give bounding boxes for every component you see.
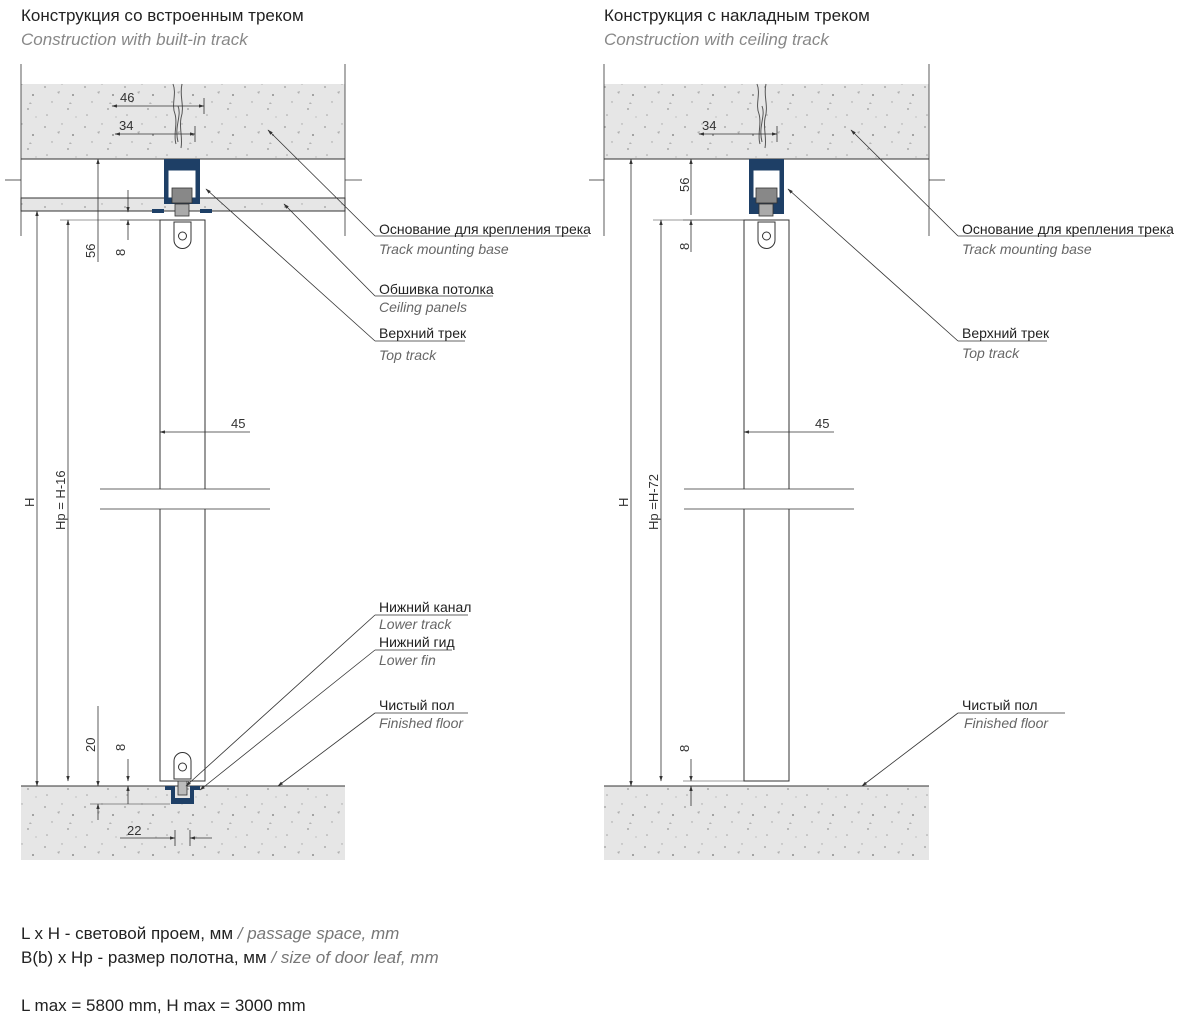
left-dim-22: 22	[127, 823, 141, 838]
left-label-panels-en: Ceiling panels	[379, 299, 467, 315]
right-label-mount-en: Track mounting base	[962, 241, 1092, 257]
left-dim-56: 56	[83, 244, 98, 258]
left-lower-fin	[177, 780, 188, 796]
right-ceiling-concrete	[604, 84, 929, 159]
note-leaf-ru: B(b) x Hp - размер полотна, мм	[21, 948, 267, 967]
left-dim-45: 45	[231, 416, 245, 431]
right-label-mount-ru: Основание для крепления трека	[962, 221, 1174, 237]
right-label-toptrack-ru: Верхний трек	[962, 325, 1050, 341]
right-construction: 34 56 8 H Hp =H-72 45 8 Основание для кр…	[589, 64, 1174, 860]
left-label-mount-ru: Основание для крепления трека	[379, 221, 591, 237]
right-subtitle: Construction with ceiling track	[604, 30, 829, 49]
left-roller	[171, 187, 193, 204]
left-label-lowertrack-en: Lower track	[379, 616, 452, 632]
right-dim-56: 56	[677, 178, 692, 192]
right-roller	[755, 187, 778, 204]
left-subtitle: Construction with built-in track	[21, 30, 248, 49]
left-construction: 46 34 56 8 H Hp = H-16 45 20 8 22	[5, 64, 591, 860]
left-dim-34: 34	[119, 118, 133, 133]
note-passage-en: / passage space, mm	[233, 924, 400, 943]
left-lower-channel	[165, 786, 200, 804]
left-dim-Hp: Hp = H-16	[53, 470, 68, 530]
right-label-floor-en: Finished floor	[964, 715, 1049, 731]
right-dim-Hp: Hp =H-72	[646, 474, 661, 530]
right-label-toptrack-en: Top track	[962, 345, 1020, 361]
right-dim-45: 45	[815, 416, 829, 431]
left-title: Конструкция со встроенным треком	[21, 6, 304, 25]
left-label-floor-ru: Чистый пол	[379, 697, 455, 713]
left-ceiling-concrete	[21, 84, 345, 159]
right-dim-8-bot: 8	[677, 745, 692, 752]
left-dim-8-top: 8	[113, 249, 128, 256]
right-dim-34: 34	[702, 118, 716, 133]
left-label-toptrack-en: Top track	[379, 347, 437, 363]
left-dim-20: 20	[83, 738, 98, 752]
right-title: Конструкция с накладным треком	[604, 6, 870, 25]
left-label-toptrack-ru: Верхний трек	[379, 325, 467, 341]
left-dim-46: 46	[120, 90, 134, 105]
right-floor	[604, 786, 929, 860]
right-dim-8-top: 8	[677, 243, 692, 250]
left-label-lowertrack-ru: Нижний канал	[379, 599, 471, 615]
left-dim-8-bot: 8	[113, 744, 128, 751]
note-passage: L x H - световой проем, мм / passage spa…	[21, 924, 399, 944]
note-max: L max = 5800 mm, H max = 3000 mm	[21, 996, 306, 1015]
left-label-floor-en: Finished floor	[379, 715, 464, 731]
left-label-fin-ru: Нижний гид	[379, 634, 455, 650]
right-label-floor-ru: Чистый пол	[962, 697, 1038, 713]
left-floor	[21, 786, 345, 860]
note-passage-ru: L x H - световой проем, мм	[21, 924, 234, 943]
left-dim-H: H	[22, 498, 37, 507]
left-label-fin-en: Lower fin	[379, 652, 436, 668]
left-label-panels-ru: Обшивка потолка	[379, 281, 494, 297]
note-leaf-en: / size of door leaf, mm	[266, 948, 439, 967]
right-dim-H: H	[616, 498, 631, 507]
note-leaf: B(b) x Hp - размер полотна, мм / size of…	[21, 948, 439, 968]
left-label-mount-en: Track mounting base	[379, 241, 509, 257]
